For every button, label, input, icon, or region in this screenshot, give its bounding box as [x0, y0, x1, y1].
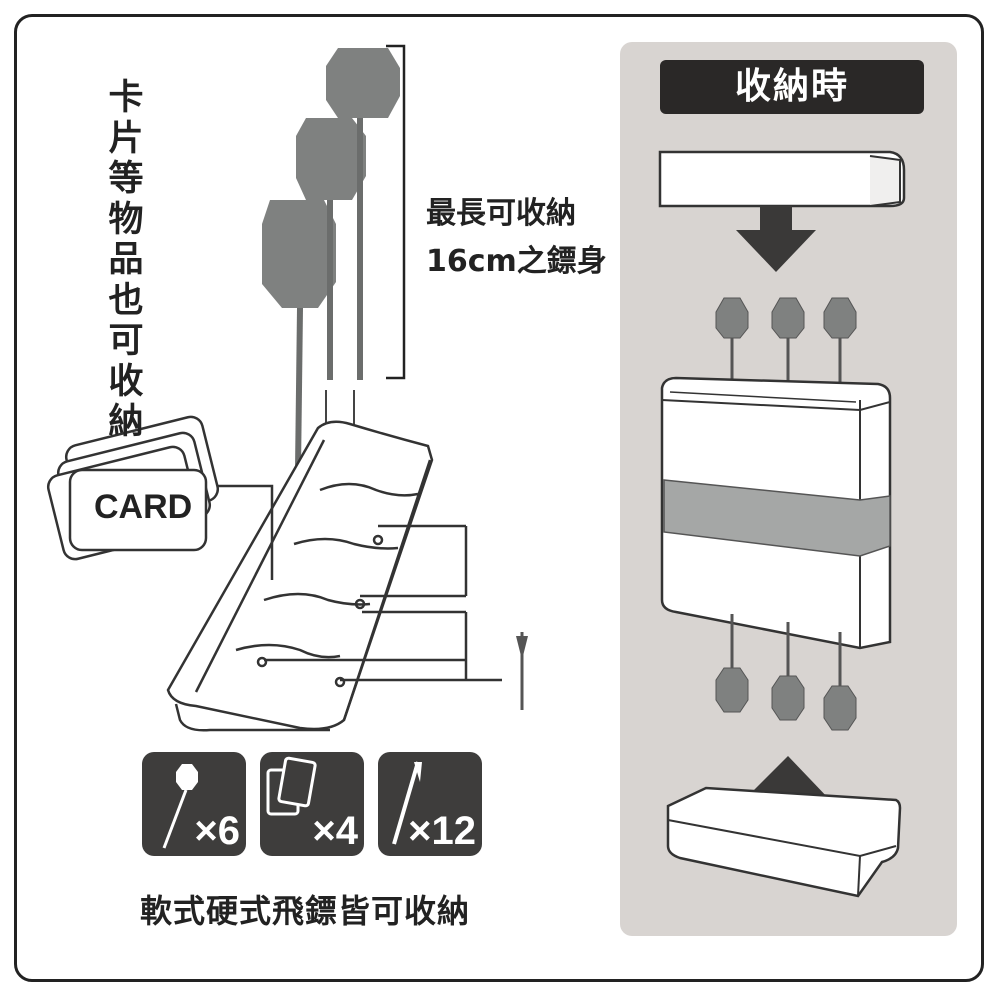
caption-char: 物 — [108, 199, 144, 240]
hanging-darts — [262, 44, 406, 664]
caption-char: 等 — [108, 159, 144, 199]
open-case — [166, 420, 502, 732]
stored-view — [658, 150, 906, 898]
caption-char: 片 — [108, 118, 144, 159]
stored-title: 收納時 — [660, 60, 924, 114]
dart-count-icon: ×6 — [142, 752, 246, 856]
caption-char: 收 — [108, 361, 144, 402]
caption-char: 卡 — [108, 78, 144, 118]
card-label: CARD — [94, 488, 193, 526]
caption-char: 可 — [108, 321, 144, 361]
bottom-caption: 軟式硬式飛鏢皆可收納 — [140, 892, 471, 930]
dart-icon — [162, 764, 198, 849]
dart-count: ×6 — [194, 809, 240, 853]
card-icon — [266, 756, 317, 816]
shaft-icon — [392, 761, 422, 845]
caption-char: 也 — [108, 280, 144, 321]
max-length-caption-line2: 16cm之鏢身 — [426, 244, 607, 279]
card-count-icon: ×4 — [260, 752, 364, 856]
caption-char: 納 — [108, 402, 144, 442]
shaft-count: ×12 — [408, 809, 476, 853]
card-stack — [46, 415, 220, 561]
card-count: ×4 — [312, 809, 358, 853]
max-length-caption-line1: 最長可收納 — [426, 196, 576, 231]
card-storage-caption: 卡片等物品也可收納 — [104, 78, 148, 443]
shaft-count-icon: ×12 — [378, 752, 482, 856]
caption-char: 品 — [108, 240, 144, 280]
